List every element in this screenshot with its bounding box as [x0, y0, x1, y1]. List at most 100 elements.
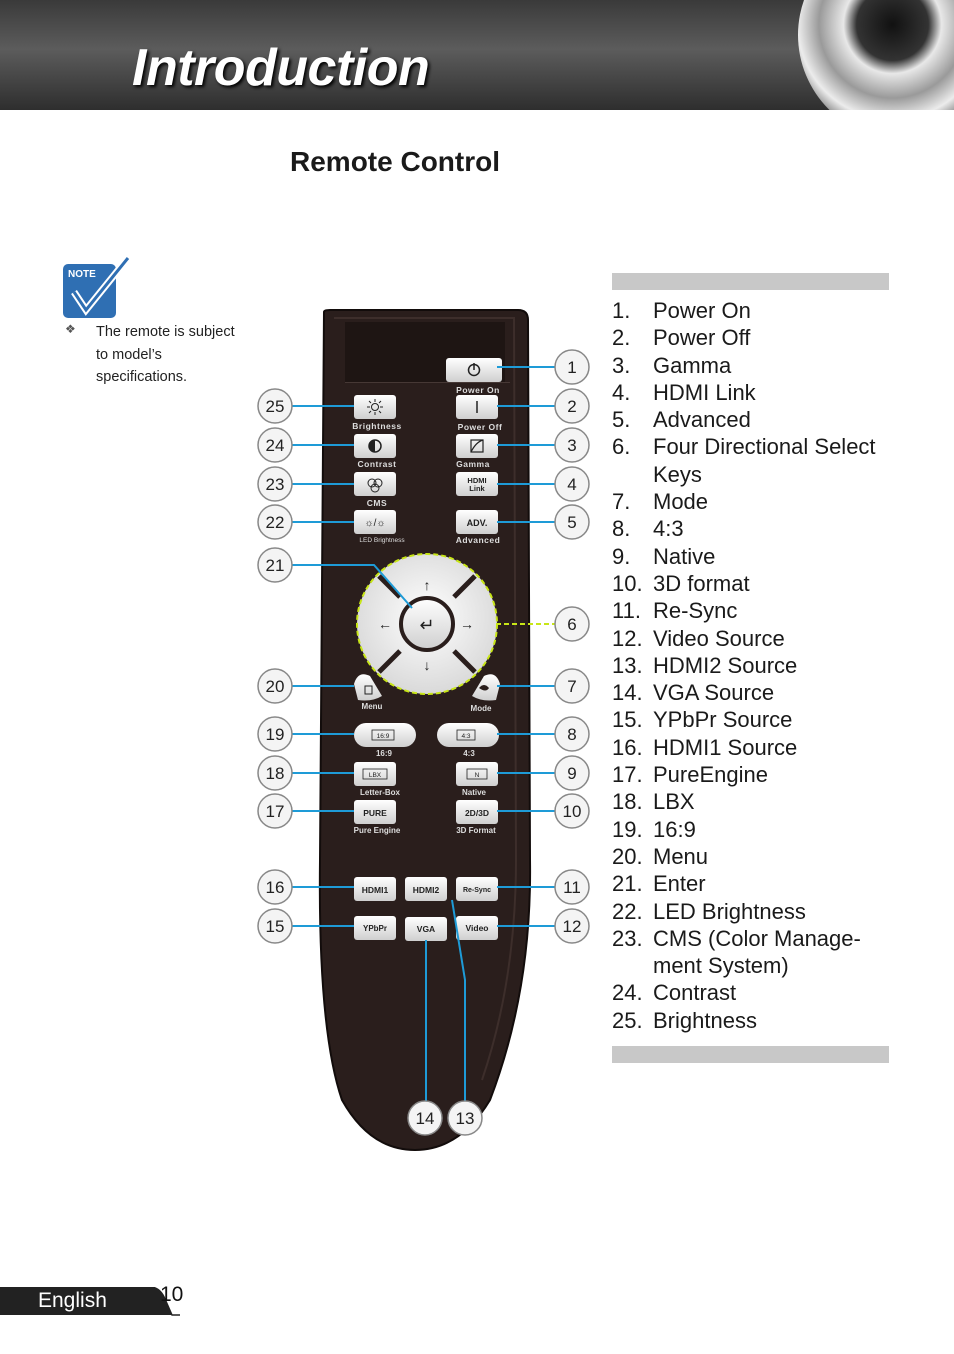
enter-icon: ↵ [419, 615, 434, 635]
legend-item: 5. Advanced [612, 406, 902, 433]
resync-button-text: Re-Sync [463, 887, 491, 894]
legend-item-number: 24. [612, 980, 643, 1006]
legend-item: 18.LBX [612, 788, 902, 815]
aspect-16-9-label: 16:9 [376, 749, 393, 758]
legend-item-label: Mode [653, 489, 709, 515]
legend-item-label: Gamma [653, 352, 732, 378]
aspect-4-3-label: 4:3 [463, 749, 475, 758]
contrast-button[interactable] [354, 434, 396, 458]
remote-diagram: Power On Brightness Power Off Contrast G… [318, 309, 532, 1152]
list-bottom-bar [612, 1046, 889, 1063]
legend-item: 7.Mode [612, 488, 902, 515]
legend-item-number: 8. [612, 516, 631, 542]
legend-item: 12.Video Source [612, 625, 902, 652]
legend-item-label: Advanced [653, 407, 751, 433]
legend-item-label: Re-Sync [653, 598, 738, 624]
menu-button[interactable] [354, 674, 382, 701]
legend-item: 16.HDMI1 Source [612, 734, 902, 761]
hdmi2-button-text: HDMI2 [413, 885, 440, 895]
legend-item-number: 17. [612, 762, 643, 788]
legend-item-number: 1. [612, 298, 631, 323]
legend-item: 8.4:3 [612, 515, 902, 542]
legend-item-label: Contrast [653, 980, 737, 1006]
lbx-button[interactable]: LBX [354, 762, 396, 786]
legend-item-number: 5. [612, 407, 631, 433]
legend-item: 2.Power Off [612, 324, 902, 351]
hdmi1-button[interactable]: HDMI1 [354, 877, 396, 901]
cms-button[interactable] [354, 472, 396, 496]
legend-item-label: LBX [653, 789, 695, 815]
led-brightness-label: LED Brightness [359, 537, 405, 544]
legend-item-label: Four Directional Select Keys [653, 434, 876, 487]
power-off-button[interactable] [456, 395, 498, 419]
legend-item: 23. CMS (Color Manage-ment System) [612, 925, 902, 980]
page-header: Introduction [0, 0, 954, 110]
legend-item-number: 22. [612, 898, 643, 924]
brightness-button[interactable] [354, 395, 396, 419]
legend-item-label: HDMI2 Source [653, 652, 798, 678]
video-button[interactable]: Video [456, 916, 498, 940]
legend-item: 19.16:9 [612, 816, 902, 843]
legend-item: 14.VGA Source [612, 679, 902, 706]
advanced-label: Advanced [456, 535, 501, 545]
3d-format-button[interactable]: 2D/3D [456, 800, 498, 824]
mode-label: Mode [471, 704, 492, 713]
2d3d-button-text: 2D/3D [465, 808, 489, 818]
legend-item: 24. Contrast [612, 979, 902, 1006]
legend-item-label: CMS (Color Manage-ment System) [653, 925, 861, 979]
arrow-up-icon[interactable]: ↑ [424, 577, 431, 593]
section-title: Remote Control [290, 146, 500, 177]
arrow-right-icon[interactable]: → [460, 616, 474, 632]
brightness-label: Brightness [352, 421, 401, 431]
legend-item: 11.Re-Sync [612, 597, 902, 624]
arrow-down-icon[interactable]: ↓ [424, 657, 431, 673]
hdmi2-button[interactable]: HDMI2 [405, 877, 447, 901]
page-number: 10 [160, 1283, 184, 1306]
native-label: Native [462, 788, 487, 797]
note-badge-text: NOTE [68, 269, 96, 280]
legend-item: 25.Brightness [612, 1007, 902, 1034]
legend-item-label: LED Brightness [653, 898, 806, 924]
note-icon: NOTE [63, 256, 131, 318]
legend-item-label: Native [653, 543, 716, 569]
3d-format-label: 3D Format [456, 826, 496, 835]
legend-item-number: 23. [612, 925, 643, 951]
power-on-button[interactable] [446, 358, 502, 382]
arrow-left-icon[interactable]: ← [378, 616, 392, 632]
menu-label: Menu [362, 702, 383, 711]
legend-item: 21.Enter [612, 870, 902, 897]
legend-item: 4.HDMI Link [612, 379, 902, 406]
led-brightness-button[interactable]: ☼/☼ [354, 510, 396, 534]
pure-engine-button[interactable]: PURE [354, 800, 396, 824]
legend-item: 17.PureEngine [612, 761, 902, 788]
enter-button[interactable]: ↵ [399, 596, 455, 652]
svg-text:☼/☼: ☼/☼ [364, 518, 385, 529]
native-button-text: N [475, 772, 480, 779]
aspect-16-9-button[interactable]: 16:9 [354, 723, 416, 747]
list-top-bar [612, 273, 889, 290]
legend-item: 1. Power On [612, 297, 902, 324]
legend-item-label: YPbPr Source [653, 707, 793, 733]
advanced-button-text: ADV. [467, 518, 488, 528]
legend-item-number: 12. [612, 625, 643, 651]
legend-item-label: HDMI Link [653, 379, 756, 405]
legend-item-number: 20. [612, 843, 643, 869]
legend-item-number: 9. [612, 543, 631, 569]
legend-item-label: Menu [653, 843, 709, 869]
power-off-label: Power Off [458, 422, 503, 432]
ypbpr-button[interactable]: YPbPr [354, 916, 396, 940]
note-bullet-icon: ❖ [65, 322, 76, 336]
mode-button[interactable] [472, 674, 500, 701]
legend-item-label: Power On [653, 298, 751, 323]
aspect-4-3-button[interactable]: 4:3 [437, 723, 499, 747]
advanced-button[interactable]: ADV. [456, 510, 498, 534]
pure-button-text: PURE [363, 808, 387, 818]
legend-item-number: 2. [612, 325, 631, 351]
legend-item-label: VGA Source [653, 680, 775, 706]
legend-item-number: 16. [612, 734, 643, 760]
native-button[interactable]: N [456, 762, 498, 786]
hdmi-link-button[interactable]: HDMI Link [456, 472, 498, 496]
vga-button[interactable]: VGA [405, 917, 447, 941]
gamma-button[interactable] [456, 434, 498, 458]
resync-button[interactable]: Re-Sync [456, 877, 498, 901]
